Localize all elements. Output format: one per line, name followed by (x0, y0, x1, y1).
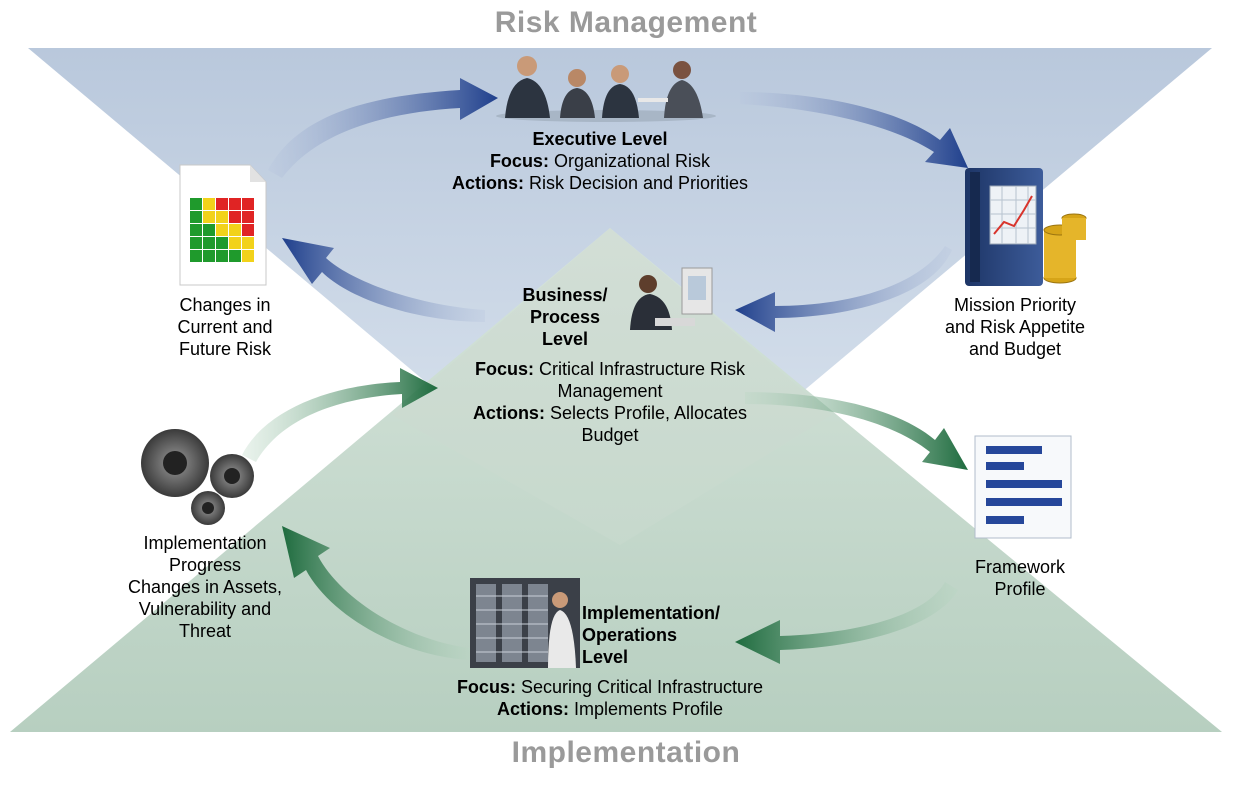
arrow-business-to-framework (745, 392, 968, 470)
heatmap-cell (242, 250, 254, 262)
heatmap-cell (242, 237, 254, 249)
heatmap-cell (229, 237, 241, 249)
heatmap-cell (229, 198, 241, 210)
heatmap-cell (203, 250, 215, 262)
heatmap-cell (229, 250, 241, 262)
gears-icon (141, 429, 254, 525)
heatmap-cell (242, 211, 254, 223)
executive-focus: Focus: Organizational Risk (489, 151, 711, 171)
risk-heatmap-document-icon (179, 164, 267, 286)
arrow-business-to-risk (282, 238, 485, 322)
heatmap-cell (229, 224, 241, 236)
heatmap-cell (216, 211, 228, 223)
business-actions: Actions: Selects Profile, Allocates (472, 403, 748, 423)
implementation-level-title: Implementation/ Operations Level (582, 603, 721, 667)
heatmap-cell (216, 224, 228, 236)
business-focus: Focus: Critical Infrastructure Risk (474, 359, 746, 379)
business-level-details: Focus: Critical Infrastructure Risk Mana… (420, 358, 800, 446)
business-diamond (392, 228, 832, 545)
heatmap-cell (203, 237, 215, 249)
heatmap-cell (242, 198, 254, 210)
heatmap-cell (203, 224, 215, 236)
people-meeting-icon (496, 56, 716, 122)
implementation-level-details: Focus: Securing Critical Infrastructure … (400, 676, 820, 720)
executive-level-title: Executive Level (532, 129, 668, 149)
server-rack-technician-icon (470, 578, 580, 668)
heatmap-cell (190, 211, 202, 223)
arrow-framework-to-implementation (735, 582, 958, 664)
heatmap-cell (216, 237, 228, 249)
heatmap-cell (190, 198, 202, 210)
executive-actions: Actions: Risk Decision and Priorities (451, 173, 749, 193)
banner-risk-management: Risk Management (494, 6, 758, 39)
heatmap-cell (190, 237, 202, 249)
person-at-computer-icon (630, 267, 713, 330)
implementation-actions: Actions: Implements Profile (496, 699, 724, 719)
heatmap-cell (203, 198, 215, 210)
heatmap-cell (203, 211, 215, 223)
arrow-progress-to-business (242, 368, 438, 462)
heatmap-cell (216, 250, 228, 262)
framework-profile-label: Framework Profile (974, 557, 1065, 599)
arrow-mission-to-business (735, 246, 952, 332)
heatmap-cell (190, 224, 202, 236)
implementation-progress-label: Implementation Progress Changes in Asset… (127, 533, 283, 641)
heatmap-cell (229, 211, 241, 223)
banner-implementation: Implementation (511, 736, 741, 769)
implementation-focus: Focus: Securing Critical Infrastructure (456, 677, 764, 697)
heatmap-cell (242, 224, 254, 236)
mission-priority-label: Mission Priority and Risk Appetite and B… (944, 295, 1086, 359)
arrow-risk-to-executive (268, 78, 498, 178)
heatmap-cell (216, 198, 228, 210)
changes-in-risk-label: Changes in Current and Future Risk (177, 295, 273, 359)
framework-profile-document-icon (974, 435, 1072, 539)
executive-level-block: Executive Level Focus: Organizational Ri… (400, 128, 800, 194)
arrow-executive-to-mission (740, 92, 968, 168)
arrow-implementation-to-progress (282, 526, 470, 660)
heatmap-cell (190, 250, 202, 262)
business-level-title: Business/ Process Level (522, 285, 608, 349)
financial-binder-with-coins-icon (965, 168, 1087, 286)
